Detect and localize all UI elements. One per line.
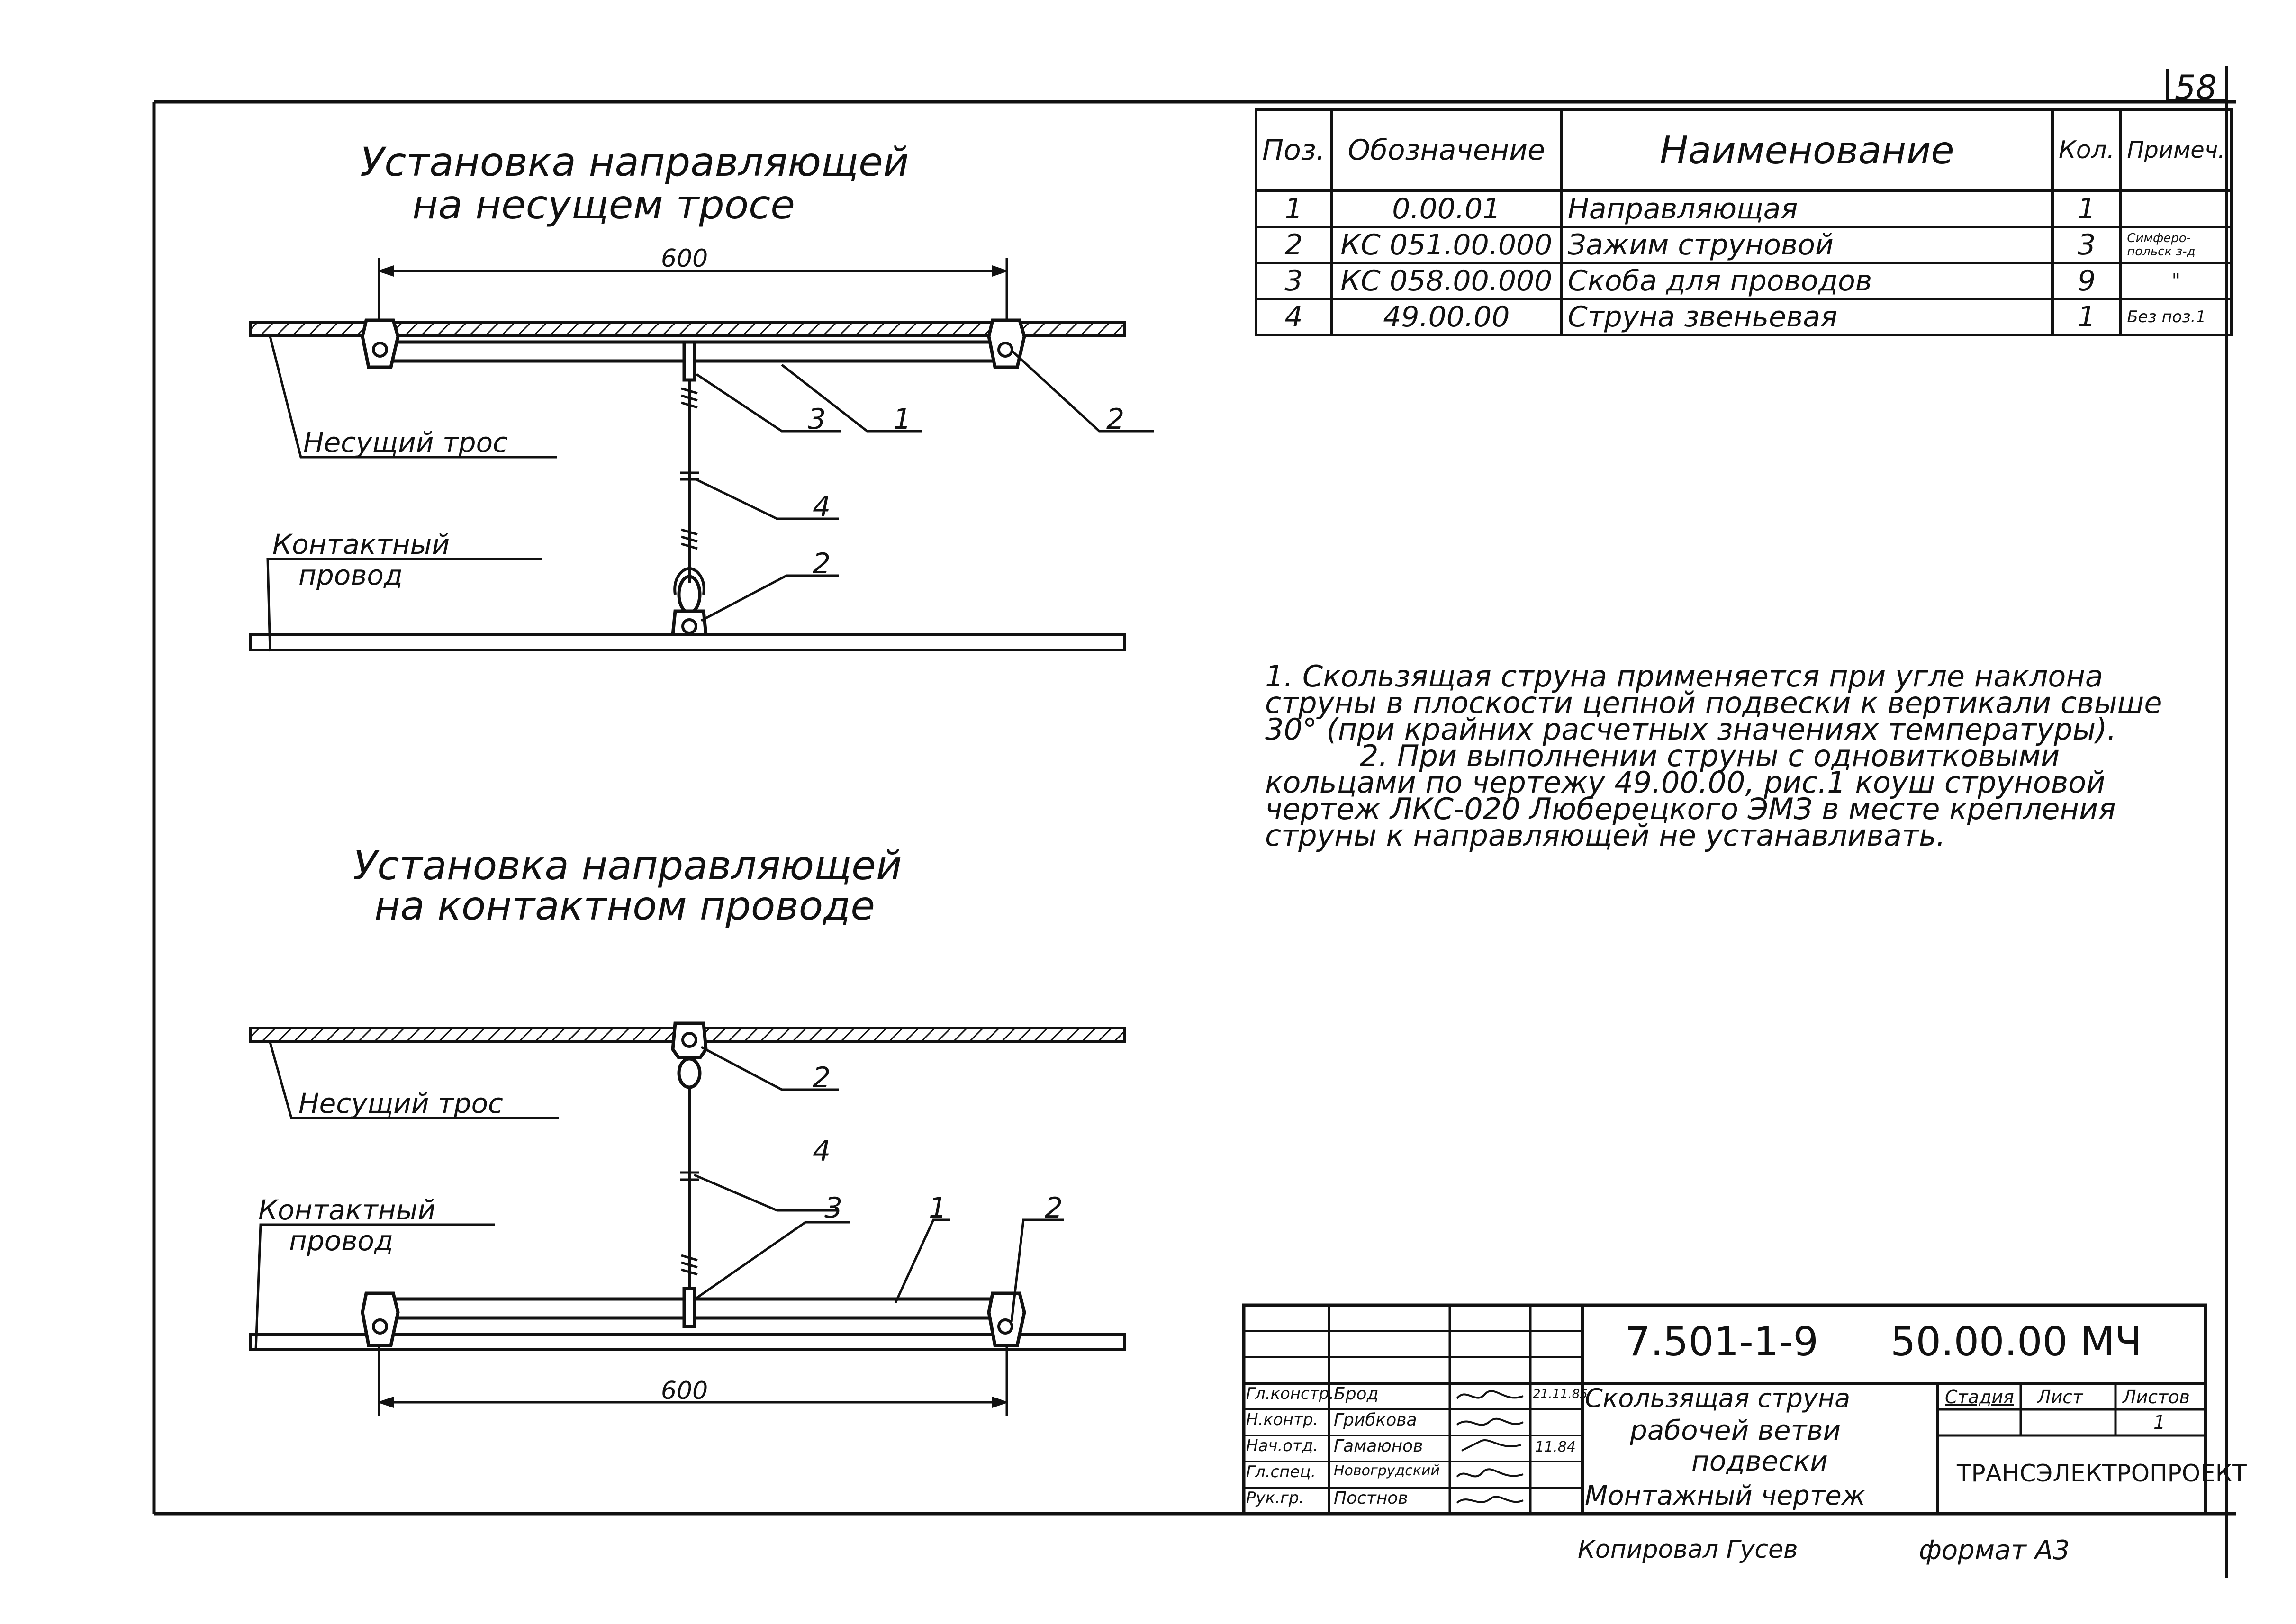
table-row: 1 0.00.01 Направляющая 1 — [1255, 189, 2233, 228]
bottom-callout-2: 2 — [813, 1061, 831, 1094]
tb-sheets-value: 1 — [2153, 1412, 2166, 1434]
spec-cell: Скоба для проводов — [1560, 262, 2054, 300]
bottom-label-messenger: Несущий трос — [298, 1087, 503, 1119]
top-callout-4: 4 — [813, 490, 831, 523]
tb-doc-number: 50.00.00 МЧ — [1890, 1318, 2142, 1365]
spec-cell: Без поз.1 — [2119, 298, 2233, 336]
spec-cell: Зажим струновой — [1560, 226, 2054, 264]
sheet-number: 58 — [2175, 68, 2217, 107]
spec-header-note: Примеч. — [2119, 108, 2233, 192]
note-1: 1. Скользящая струна применяется при угл… — [1265, 659, 2162, 747]
spec-cell: 4 — [1255, 298, 1333, 336]
bottom-label-contact-2: провод — [289, 1225, 393, 1257]
specification-table: Поз. Обозначение Наименование Кол. Приме… — [1255, 108, 2233, 336]
spec-header-designation: Обозначение — [1329, 108, 1563, 192]
tb-code: 7.501-1-9 — [1625, 1318, 1818, 1365]
top-callout-3: 3 — [808, 403, 826, 436]
clamp-left — [361, 318, 400, 369]
tb-name-2: Грибкова — [1334, 1410, 1417, 1430]
top-callout-2: 2 — [1106, 403, 1125, 436]
bottom-callout-1: 1 — [929, 1191, 947, 1225]
top-label-messenger: Несущий трос — [303, 426, 508, 459]
top-dimension: 600 — [661, 244, 708, 273]
top-title-line1: Установка направляющей — [360, 139, 909, 185]
spec-cell: Симферо-польск з-д — [2119, 226, 2233, 264]
table-row: 3 КС 058.00.000 Скоба для проводов 9 " — [1255, 262, 2233, 300]
clamp-right — [987, 318, 1026, 369]
tb-organization: ТРАНСЭЛЕКТРОПРОЕКТ — [1957, 1460, 2247, 1487]
bottom-label-contact-1: Контактный — [258, 1194, 436, 1226]
spec-cell: " — [2119, 262, 2233, 300]
footer-copied-by: Копировал Гусев — [1578, 1535, 1798, 1564]
tb-title-line2: рабочей ветви — [1630, 1414, 1841, 1446]
tb-sheets-label: Листов — [2123, 1387, 2190, 1407]
spec-header-name: Наименование — [1560, 108, 2054, 192]
spec-cell: 9 — [2051, 262, 2123, 300]
tb-date-1: 21.11.85 — [1533, 1387, 1588, 1401]
tb-name-1: Брод — [1334, 1384, 1379, 1404]
tb-title-line4: Монтажный чертеж — [1585, 1480, 1866, 1511]
top-callout-1: 1 — [893, 403, 912, 436]
tb-name-3: Гамаюнов — [1334, 1436, 1423, 1456]
title-block-grid — [1242, 1303, 2207, 1516]
contact-wire-2 — [249, 1333, 1126, 1351]
table-row: 4 49.00.00 Струна звеньевая 1 Без поз.1 — [1255, 298, 2233, 336]
clamp-left-2 — [361, 1291, 400, 1347]
top-label-contact-2: провод — [298, 559, 403, 591]
note-2: 2. При выполнении струны с одновитковыми… — [1265, 739, 2116, 853]
spec-cell: 2 — [1255, 226, 1333, 264]
contact-wire — [249, 633, 1126, 651]
spec-cell: 49.00.00 — [1329, 298, 1563, 336]
tb-role-5: Рук.гр. — [1246, 1489, 1304, 1507]
spec-cell: 3 — [2051, 226, 2123, 264]
spec-header-qty: Кол. — [2051, 108, 2123, 192]
spec-cell: 3 — [1255, 262, 1333, 300]
bottom-callout-4: 4 — [813, 1135, 831, 1168]
top-assembly-drawing — [249, 258, 1154, 652]
tb-sheet-label: Лист — [2037, 1387, 2083, 1407]
bottom-dimension: 600 — [661, 1377, 708, 1405]
spec-cell: 1 — [2051, 189, 2123, 228]
tb-name-4: Новогрудский — [1334, 1462, 1440, 1479]
spec-cell: Направляющая — [1560, 189, 2054, 228]
tb-title-line1: Скользящая струна — [1585, 1383, 1851, 1413]
bottom-assembly-drawing — [249, 1021, 1126, 1416]
notes-block: 1. Скользящая струна применяется при угл… — [1265, 659, 2189, 853]
tb-role-2: Н.контр. — [1246, 1410, 1319, 1429]
top-callout-2b: 2 — [813, 547, 831, 580]
footer-format: формат А3 — [1919, 1535, 2070, 1566]
spec-cell: 0.00.01 — [1329, 189, 1563, 228]
clamp-right-2 — [987, 1291, 1026, 1347]
tb-name-5: Постнов — [1334, 1489, 1408, 1508]
spec-header-pos: Поз. — [1255, 108, 1333, 192]
table-row: 2 КС 051.00.000 Зажим струновой 3 Симфер… — [1255, 226, 2233, 264]
spec-cell — [2119, 189, 2233, 228]
spec-cell: Струна звеньевая — [1560, 298, 2054, 336]
bracket — [682, 340, 696, 382]
spec-cell: 1 — [2051, 298, 2123, 336]
bottom-title-line2: на контактном проводе — [374, 883, 875, 929]
messenger-clamp — [671, 1021, 708, 1059]
spec-header-row: Поз. Обозначение Наименование Кол. Приме… — [1255, 108, 2233, 192]
tb-role-4: Гл.спец. — [1246, 1462, 1316, 1481]
tb-role-3: Нач.отд. — [1246, 1436, 1319, 1455]
bottom-title-line1: Установка направляющей — [353, 842, 902, 889]
tb-stage-label: Стадия — [1945, 1387, 2014, 1407]
signatures — [1456, 1390, 1524, 1504]
bottom-callout-3: 3 — [824, 1191, 843, 1225]
spec-cell: КС 058.00.000 — [1329, 262, 1563, 300]
spec-cell: 1 — [1255, 189, 1333, 228]
tb-date-2: 11.84 — [1535, 1439, 1576, 1455]
top-label-contact-1: Контактный — [272, 528, 450, 560]
bottom-callout-2b: 2 — [1045, 1191, 1063, 1225]
tb-role-1: Гл.констр. — [1246, 1384, 1334, 1403]
tb-title-line3: подвески — [1691, 1445, 1828, 1477]
top-title-line2: на несущем тросе — [412, 181, 795, 228]
spec-cell: КС 051.00.000 — [1329, 226, 1563, 264]
